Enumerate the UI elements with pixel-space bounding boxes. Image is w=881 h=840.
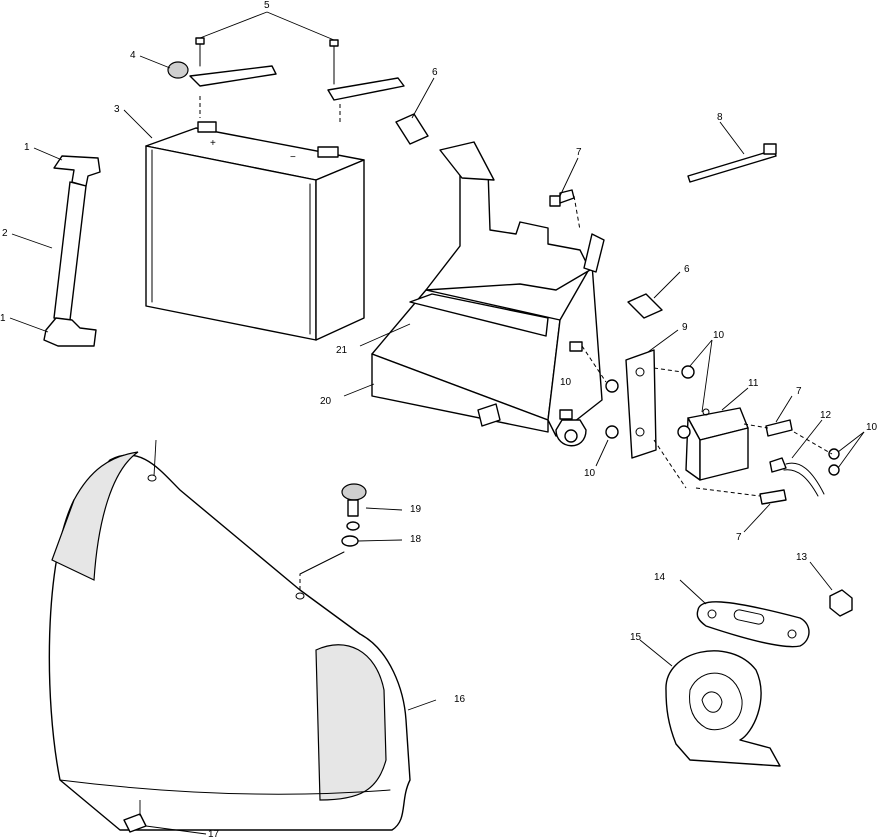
callout-14: 14 (654, 572, 666, 583)
callout-11: 11 (748, 378, 759, 389)
clip-upper (395, 113, 429, 145)
callout-18: 18 (410, 534, 422, 545)
battery-strap (43, 155, 101, 347)
callout-7-upper: 7 (576, 147, 582, 158)
callout-10-lower: 10 (584, 468, 596, 479)
bolt-upper (549, 189, 581, 231)
mounting-bracket (625, 349, 657, 459)
terminal-hardware (167, 37, 405, 124)
relay-wire (769, 457, 825, 497)
battery-minus-mark: − (290, 152, 296, 163)
callout-7-middle: 7 (796, 386, 802, 397)
callout-6-upper: 6 (432, 67, 438, 78)
callout-4: 4 (130, 50, 136, 61)
leader-lines (9, 11, 865, 835)
callout-1-lower: 1 (0, 313, 6, 324)
callout-12: 12 (820, 410, 832, 421)
callout-16: 16 (454, 694, 466, 705)
callout-9: 9 (682, 322, 688, 333)
battery-box (371, 141, 605, 447)
callout-6-lower: 6 (684, 264, 690, 275)
callout-2: 2 (2, 228, 8, 239)
battery-plus-mark: + (210, 138, 216, 149)
cable-tie (687, 143, 777, 183)
callout-21: 21 (336, 345, 348, 356)
callout-13: 13 (796, 552, 808, 563)
callout-10-upper: 10 (713, 330, 725, 341)
callout-15: 15 (630, 632, 642, 643)
callout-19: 19 (410, 504, 422, 515)
callout-8: 8 (717, 112, 723, 123)
front-cover (48, 451, 411, 831)
relay (685, 407, 749, 481)
clip-lower (627, 293, 663, 319)
callout-10-right: 10 (866, 422, 878, 433)
bolts-relay (581, 345, 833, 505)
callout-1-upper: 1 (24, 142, 30, 153)
callout-20: 20 (320, 396, 332, 407)
callout-10-box: 10 (560, 377, 572, 388)
horn-bracket (696, 601, 810, 648)
callout-5: 5 (264, 0, 270, 11)
callout-7-lower: 7 (736, 532, 742, 543)
battery: + − (145, 121, 365, 341)
cover-fastener (341, 483, 367, 547)
horn-nut (829, 589, 853, 617)
horn (665, 650, 781, 767)
callout-17: 17 (208, 829, 220, 840)
callout-3: 3 (114, 104, 120, 115)
washers (605, 365, 840, 476)
